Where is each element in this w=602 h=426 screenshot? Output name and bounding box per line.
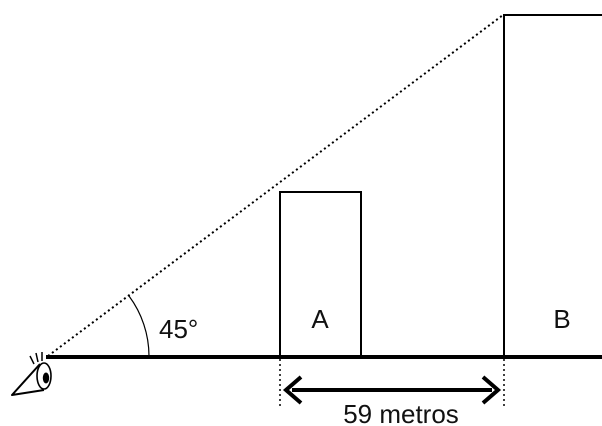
building-a [279,191,362,358]
building-b [503,14,602,357]
angle-label: 45° [159,314,198,344]
eye-icon [11,352,52,396]
distance-arrow [282,375,502,405]
building-b-label: B [553,304,570,334]
distance-label: 59 metros [343,399,459,426]
line-of-sight [47,14,504,357]
angle-arc [128,295,150,357]
building-a-label: A [311,304,329,334]
